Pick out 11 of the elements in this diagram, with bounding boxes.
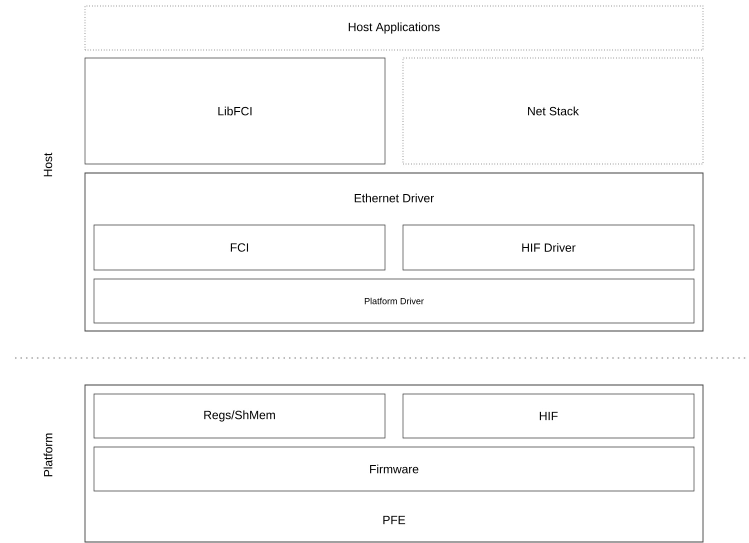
side-label: Host [44, 152, 52, 176]
layer-box: HIF [402, 394, 694, 438]
side-label: Platform [44, 434, 52, 476]
layer-box: FCI [94, 224, 386, 270]
layer-box: Net Stack [402, 58, 704, 164]
layer-box: Host Applications [84, 6, 704, 50]
layer-box: Firmware [94, 446, 694, 492]
layer-box: Regs/ShMem [94, 394, 386, 438]
layer-box: LibFCI [84, 58, 386, 164]
layer-box: Platform Driver [94, 278, 694, 324]
layer-box: HIF Driver [402, 224, 694, 270]
